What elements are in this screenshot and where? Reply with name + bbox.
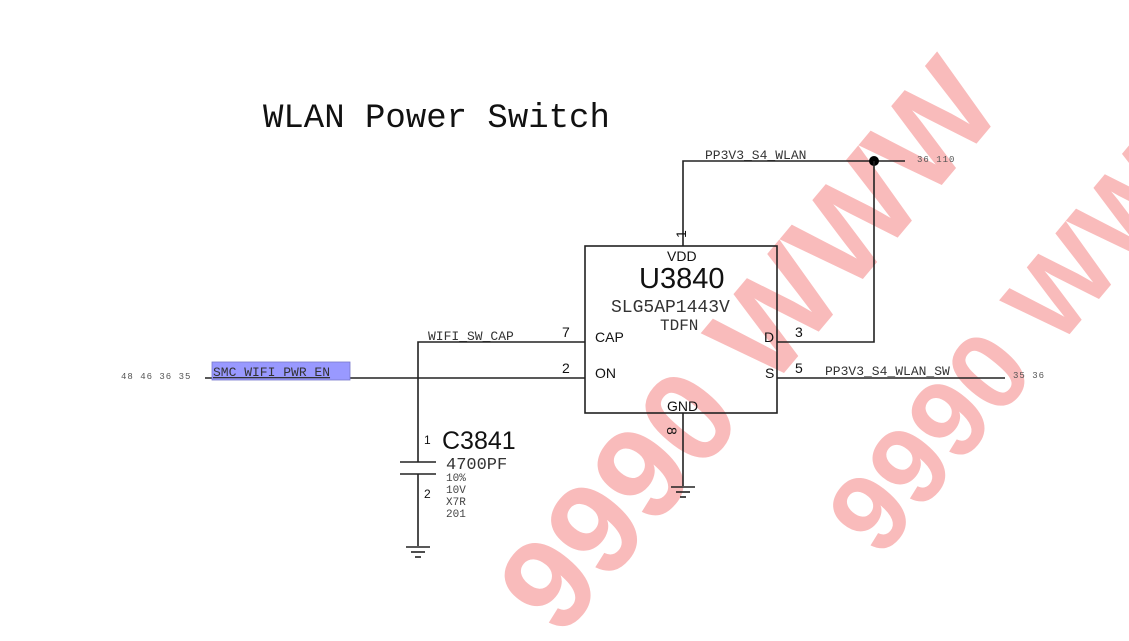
net-highlight[interactable] [211,361,351,381]
chip-body[interactable] [584,245,778,414]
net-refs-top: 36 110 [917,155,955,165]
pin-num-d: 3 [795,324,803,340]
cap-voltage: 10V [446,485,466,497]
pin-num-vdd: 1 [673,230,689,238]
pin-num-on: 2 [562,360,570,376]
pin-num-s: 5 [795,360,803,376]
wire-vdd [682,160,905,246]
ground-icon [406,546,430,558]
net-refs-enable: 48 46 36 35 [121,372,191,382]
capacitor-symbol[interactable] [400,461,436,546]
cap-tolerance: 10% [446,473,466,485]
cap-pin1: 1 [424,433,431,447]
net-label-out: PP3V3_S4_WLAN_SW [825,364,950,379]
chip-part: SLG5AP1443V [611,298,730,318]
sheet-title: WLAN Power Switch [263,100,610,138]
cap-value: 4700PF [446,456,507,475]
chip-refdes: U3840 [639,263,724,295]
net-label-enable[interactable]: SMC_WIFI_PWR_EN [213,365,330,380]
pin-num-gnd: 8 [664,427,680,435]
pin-name-s: S [765,365,774,381]
cap-refdes: C3841 [442,427,516,455]
net-refs-out: 35 36 [1013,371,1045,381]
cap-size: 201 [446,509,466,521]
ground-icon [671,486,695,498]
pin-name-on: ON [595,365,616,381]
pin-num-cap: 7 [562,324,570,340]
cap-pin2: 2 [424,487,431,501]
pin-name-gnd: GND [667,398,698,414]
pin-name-d: D [764,329,774,345]
wire-drain [777,161,875,343]
net-label-cap: WIFI_SW_CAP [428,329,514,344]
pin-name-cap: CAP [595,329,624,345]
wire-cap [417,341,585,462]
cap-dielectric: X7R [446,497,466,509]
pin-name-vdd: VDD [667,248,697,264]
chip-package: TDFN [660,317,698,335]
net-label-top: PP3V3_S4_WLAN [705,148,806,163]
